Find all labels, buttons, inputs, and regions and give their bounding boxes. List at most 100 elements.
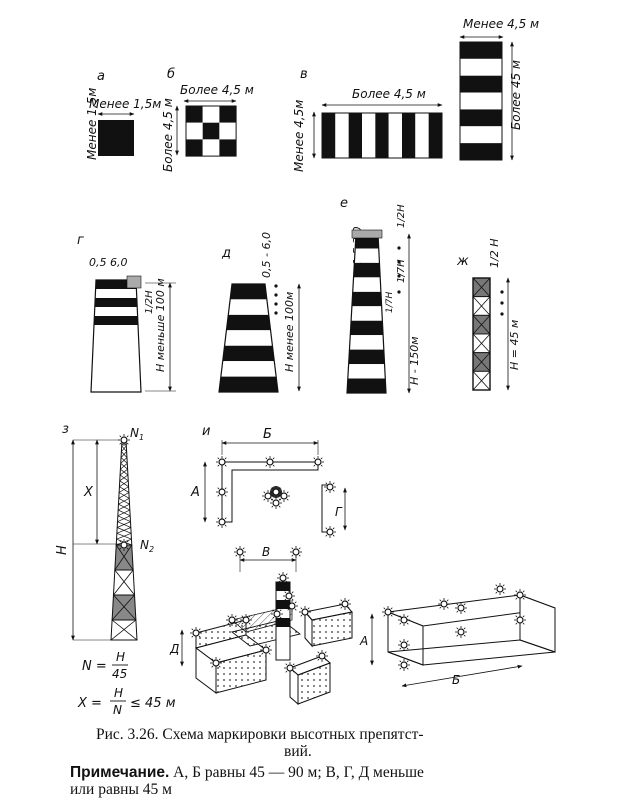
- panel-zh-height-label: H = 45 м: [508, 320, 521, 370]
- formula2-rhs: ≤ 45 м: [130, 696, 176, 711]
- iso-d-label: Д: [169, 642, 179, 656]
- panel-v-height-label: Менее 4,5м: [292, 100, 306, 172]
- iso-a-label: А: [359, 634, 368, 648]
- obstruction-lamp: [263, 455, 277, 469]
- chimney-band: [354, 248, 380, 263]
- obstruction-lamp: [311, 455, 325, 469]
- stripe: [348, 113, 362, 158]
- chimney-outline: [218, 283, 279, 393]
- mast-brace: [113, 594, 137, 621]
- obstruction-lamp: [239, 613, 253, 627]
- dim-dot: [274, 293, 278, 297]
- obstruction-lamp: [215, 515, 229, 529]
- chimney-band: [348, 349, 385, 365]
- chimney-band: [347, 364, 386, 379]
- panel-z-h-label: H: [55, 545, 70, 555]
- chimney-band: [352, 277, 381, 292]
- obstruction-lamp: [285, 599, 299, 613]
- panel-e-frac3-label: 1/7H: [385, 292, 395, 313]
- mast-brace: [117, 509, 131, 517]
- band: [460, 58, 502, 76]
- plan-a-label: А: [190, 485, 200, 500]
- dim-dot: [397, 260, 401, 264]
- checker-cell: [186, 122, 203, 140]
- formula1-num: H: [116, 650, 125, 664]
- tower-brace: [472, 333, 491, 353]
- chimney-band: [228, 299, 269, 315]
- obstruction-lamp: [493, 582, 507, 596]
- panel-b-height-label: Более 4,5 м: [161, 98, 175, 172]
- stripe: [322, 113, 336, 158]
- mast-lamp: [117, 538, 131, 552]
- stripe-border: [321, 112, 443, 159]
- mast-brace: [111, 594, 135, 621]
- mast-brace: [121, 445, 127, 452]
- mast-brace: [118, 492, 130, 499]
- iso-building-right: А Б: [359, 582, 556, 688]
- panel-g-height-label: H меньше 100 м: [154, 278, 167, 372]
- chimney-band: [220, 361, 277, 377]
- panel-i: и Б А Г В: [169, 424, 556, 706]
- checker-cell: [202, 122, 220, 140]
- mast-brace: [117, 503, 130, 511]
- figure-note: Примечание. А, Б равны 45 — 90 м; В, Г, …: [70, 764, 590, 798]
- dim-dot: [397, 290, 401, 294]
- mast-brace: [114, 569, 135, 596]
- formula2-den: N: [113, 703, 122, 717]
- dim-dot: [274, 284, 278, 288]
- band: [460, 42, 502, 59]
- tower-brace: [472, 277, 491, 297]
- mast-upper-outline: [115, 439, 133, 546]
- obstruction-lamp: [209, 656, 223, 670]
- panel-d-top-label: 0,5 - 6,0: [260, 232, 273, 278]
- panel-g-band-label: 1/2H: [144, 290, 155, 314]
- panel-b-width-label: Более 4,5 м: [180, 83, 254, 97]
- panel-z-x-label: X: [83, 485, 94, 500]
- chimney-band: [347, 378, 386, 393]
- chimney-band: [351, 306, 383, 321]
- checker-cell: [219, 122, 237, 140]
- mast-brace: [115, 544, 134, 571]
- panel-g: г 0,5 6,0 1/2H H меньше 100 м: [77, 233, 176, 393]
- mast-brace: [116, 533, 132, 540]
- note-line-1: Примечание. А, Б равны 45 — 90 м; В, Г, …: [70, 764, 590, 781]
- panel-a-square: [98, 120, 134, 156]
- obstruction-lamp: [513, 588, 527, 602]
- panel-a: а Менее 1,5м Менее 1,5м: [85, 69, 161, 160]
- panel-z-n2-label: N2: [140, 538, 154, 554]
- band: [460, 143, 502, 160]
- stripe: [415, 113, 429, 158]
- checker-cell: [186, 139, 203, 157]
- plan-b-label: Б: [263, 427, 272, 442]
- plan-v-label: В: [262, 545, 270, 559]
- checker-border: [185, 105, 237, 157]
- panel-v: в Более 4,5 м Менее 4,5м Менее 4,5 м Бол…: [292, 17, 539, 172]
- dim-dot: [500, 290, 504, 294]
- stripe: [362, 113, 376, 158]
- mast-brace: [120, 457, 128, 464]
- mast-brace: [118, 486, 129, 493]
- obstruction-lamp: [454, 601, 468, 615]
- band: [460, 109, 502, 127]
- panel-i-letter: и: [202, 424, 210, 439]
- obstruction-lamp: [513, 613, 527, 627]
- panel-a-width-label: Менее 1,5м: [89, 97, 161, 111]
- obstruction-lamp: [381, 605, 395, 619]
- dim-dot: [397, 246, 401, 250]
- obstruction-lamp: [215, 485, 229, 499]
- mast-brace: [117, 515, 131, 522]
- figure-caption: Рис. 3.26. Схема маркировки высотных пре…: [96, 726, 566, 760]
- obstruction-lamp: [283, 661, 297, 675]
- panel-g-top-label: 0,5 6,0: [89, 256, 127, 269]
- panel-zh-tower: [472, 277, 504, 391]
- formula1-lhs: N =: [82, 659, 107, 674]
- panel-e-frac2-label: 1/7H: [396, 259, 407, 283]
- band: [460, 126, 502, 144]
- obstruction-lamp: [298, 605, 312, 619]
- chimney-band: [350, 320, 384, 336]
- panel-v-width-label: Более 4,5 м: [352, 87, 426, 101]
- checker-cell: [202, 139, 220, 157]
- mast-brace: [120, 463, 128, 470]
- dim-dot: [500, 301, 504, 305]
- panel-g-chimney: [90, 279, 142, 393]
